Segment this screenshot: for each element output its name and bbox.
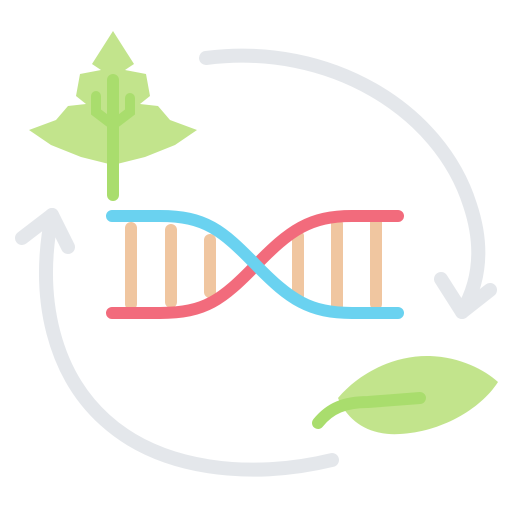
maple-leaf-icon bbox=[29, 31, 197, 201]
dna-helix-icon bbox=[106, 210, 404, 319]
leaf-icon bbox=[312, 355, 498, 435]
leaf-midrib bbox=[312, 392, 426, 429]
dna-base-pairs bbox=[125, 214, 382, 312]
dna-strand-blue bbox=[106, 210, 404, 319]
cycle-arrow-head-right bbox=[434, 272, 497, 319]
cycle-arrow-top-right bbox=[199, 48, 486, 319]
maple-leaf-vein-left bbox=[91, 91, 118, 130]
maple-leaf-vein-right bbox=[108, 93, 135, 130]
cycle-arrow-head-left bbox=[15, 208, 75, 254]
cycle-arrow-bottom-left bbox=[39, 208, 339, 477]
cycle-arrow-icon bbox=[15, 48, 497, 477]
